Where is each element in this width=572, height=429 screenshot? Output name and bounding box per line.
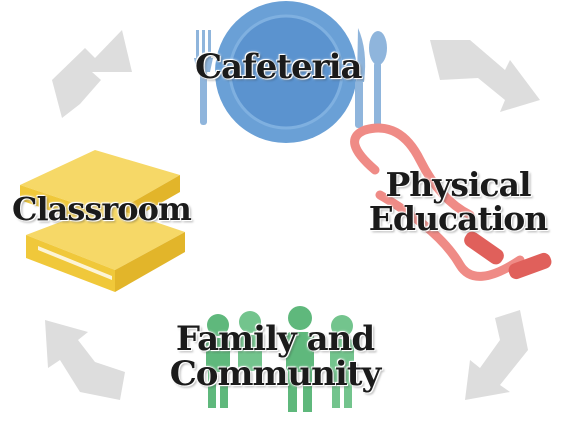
node-label-line: Physical (385, 165, 531, 204)
people-icon (206, 306, 354, 412)
arrow-bottom-right-icon (465, 310, 528, 400)
node-label-family-community: Family and Community (150, 322, 400, 391)
node-label-line: Community (169, 353, 382, 394)
node-label-line: Family and (175, 319, 375, 359)
cycle-arrows (45, 30, 540, 400)
arrow-bottom-left-icon (45, 320, 125, 400)
arrow-top-left-icon (52, 30, 132, 118)
arrow-top-right-icon (430, 40, 540, 112)
jump-rope-icon (350, 123, 552, 281)
node-label-line: Cafeteria (195, 47, 363, 87)
node-label-line: Education (368, 198, 548, 238)
node-label-classroom: Classroom (12, 190, 192, 228)
node-label-cafeteria: Cafeteria (195, 47, 363, 87)
dinner-plate-icon (194, 1, 387, 143)
node-label-line: Classroom (12, 190, 192, 228)
books-icon (20, 150, 185, 292)
node-label-physical-education: Physical Education (358, 168, 558, 235)
